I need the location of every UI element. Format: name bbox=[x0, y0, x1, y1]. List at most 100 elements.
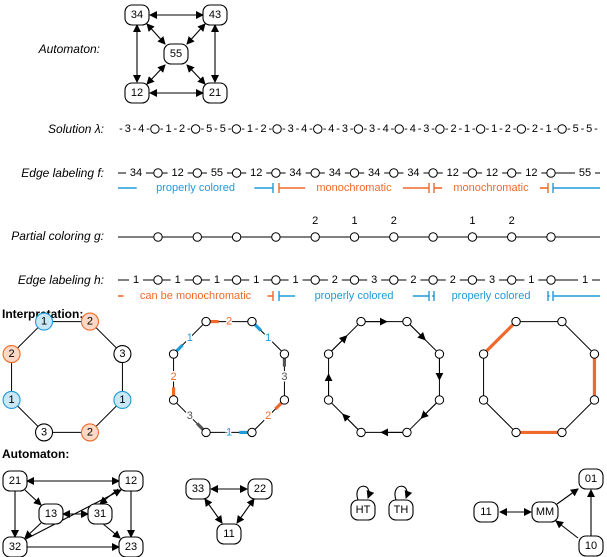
oct1-node bbox=[34, 312, 54, 331]
oct2-node bbox=[201, 316, 211, 327]
oct3-node bbox=[402, 316, 412, 327]
f-node bbox=[507, 168, 517, 178]
top-automaton: 34 43 55 12 21 bbox=[124, 4, 228, 104]
node-34 bbox=[124, 4, 150, 26]
oct4-node bbox=[511, 316, 521, 327]
solution-digit: 2 bbox=[532, 123, 538, 135]
f-node bbox=[349, 168, 360, 178]
oct1-node bbox=[80, 423, 100, 442]
oct1-node bbox=[34, 423, 54, 442]
edge-55-21 bbox=[186, 64, 206, 85]
self-loop-ht bbox=[356, 485, 375, 501]
h-label-bg bbox=[209, 273, 224, 287]
f-edge-label: 34 bbox=[368, 167, 380, 179]
node-12 bbox=[124, 82, 150, 104]
h-edge-label: 2 bbox=[410, 274, 416, 286]
f-node bbox=[389, 168, 399, 178]
solution-node bbox=[313, 124, 323, 134]
h-node bbox=[546, 275, 556, 285]
solution-dash: - bbox=[228, 123, 232, 135]
g-node-color: 1 bbox=[351, 215, 357, 227]
oct4-node bbox=[511, 427, 521, 438]
f-node bbox=[231, 168, 242, 178]
g-node bbox=[231, 232, 242, 242]
f-bracket-2-label: monochromatic bbox=[453, 182, 529, 194]
solution-dash: - bbox=[363, 123, 367, 135]
oct2-edge-label: 3 bbox=[187, 410, 193, 422]
oct2-edge-label: 1 bbox=[187, 332, 193, 344]
g-node bbox=[467, 232, 478, 242]
oct3-node bbox=[323, 349, 334, 359]
node-22 bbox=[247, 478, 273, 500]
node-23 bbox=[118, 536, 144, 557]
h-node bbox=[389, 275, 399, 285]
f-node bbox=[467, 168, 478, 178]
node-mm bbox=[531, 501, 559, 523]
oct1-node-label: 3 bbox=[41, 426, 47, 438]
g-node bbox=[428, 232, 438, 242]
self-loop-th bbox=[394, 485, 413, 501]
solution-digit: 3 bbox=[342, 123, 348, 135]
solution-digit: 3 bbox=[288, 123, 294, 135]
node-ht bbox=[350, 499, 376, 521]
interp-octagon-orientation bbox=[323, 316, 445, 438]
solution-dash: - bbox=[404, 123, 408, 135]
solution-digit: 4 bbox=[383, 123, 389, 135]
solution-dash: - bbox=[214, 123, 218, 135]
solution-dash: - bbox=[201, 123, 205, 135]
solution-dash: - bbox=[377, 123, 381, 135]
solution-node bbox=[190, 124, 201, 134]
oct2-node bbox=[279, 349, 290, 359]
h-bracket-2-label: properly colored bbox=[452, 290, 531, 302]
edge-22-11 bbox=[236, 498, 255, 524]
solution-dash: - bbox=[146, 123, 150, 135]
h-label-bg bbox=[485, 273, 500, 287]
oct2-edge-label: 1 bbox=[265, 332, 271, 344]
node-11 bbox=[473, 501, 499, 523]
h-node bbox=[153, 275, 163, 285]
solution-dash: - bbox=[458, 123, 462, 135]
solution-dash: - bbox=[540, 123, 544, 135]
oct2-edge-label: 1 bbox=[226, 426, 232, 438]
node-32-label: 32 bbox=[9, 541, 21, 553]
bottom-automaton-3: HT TH bbox=[350, 485, 414, 521]
oct1-node-label: 2 bbox=[87, 426, 93, 438]
edge-33-11 bbox=[204, 498, 223, 524]
solution-digit: 4 bbox=[410, 123, 416, 135]
g-node bbox=[153, 232, 163, 242]
node-th-label: TH bbox=[394, 504, 409, 516]
solution-digit: 1 bbox=[247, 123, 253, 135]
oct1-node bbox=[80, 312, 100, 331]
f-edge-label: 12 bbox=[525, 167, 537, 179]
solution-node bbox=[150, 124, 160, 134]
h-node bbox=[507, 275, 517, 285]
oct4-node bbox=[589, 395, 600, 405]
g-node bbox=[192, 232, 203, 242]
node-43-label: 43 bbox=[209, 9, 221, 21]
oct4-node bbox=[557, 316, 567, 327]
f-edge-label: 34 bbox=[329, 167, 341, 179]
solution-dash: - bbox=[391, 123, 395, 135]
node-11-label: 11 bbox=[480, 506, 491, 518]
h-edge-label: 1 bbox=[175, 274, 181, 286]
h-edge-label: 1 bbox=[292, 274, 298, 286]
f-node bbox=[546, 168, 556, 178]
h-label-bg bbox=[524, 273, 539, 287]
node-31-label: 31 bbox=[94, 508, 106, 520]
h-label-bg bbox=[445, 273, 460, 287]
solution-dash: - bbox=[526, 123, 530, 135]
solution-digit: 5 bbox=[206, 123, 212, 135]
node-01-label: 01 bbox=[585, 473, 597, 485]
solution-dash: - bbox=[268, 123, 272, 135]
edge-55-12 bbox=[146, 64, 166, 85]
solution-node bbox=[394, 124, 404, 134]
solution-node bbox=[231, 124, 242, 134]
solution-dash: - bbox=[119, 123, 123, 135]
solution-node bbox=[435, 124, 445, 134]
edge-32-12 bbox=[23, 489, 122, 541]
oct2-node bbox=[279, 395, 290, 405]
solution-node bbox=[475, 124, 486, 134]
